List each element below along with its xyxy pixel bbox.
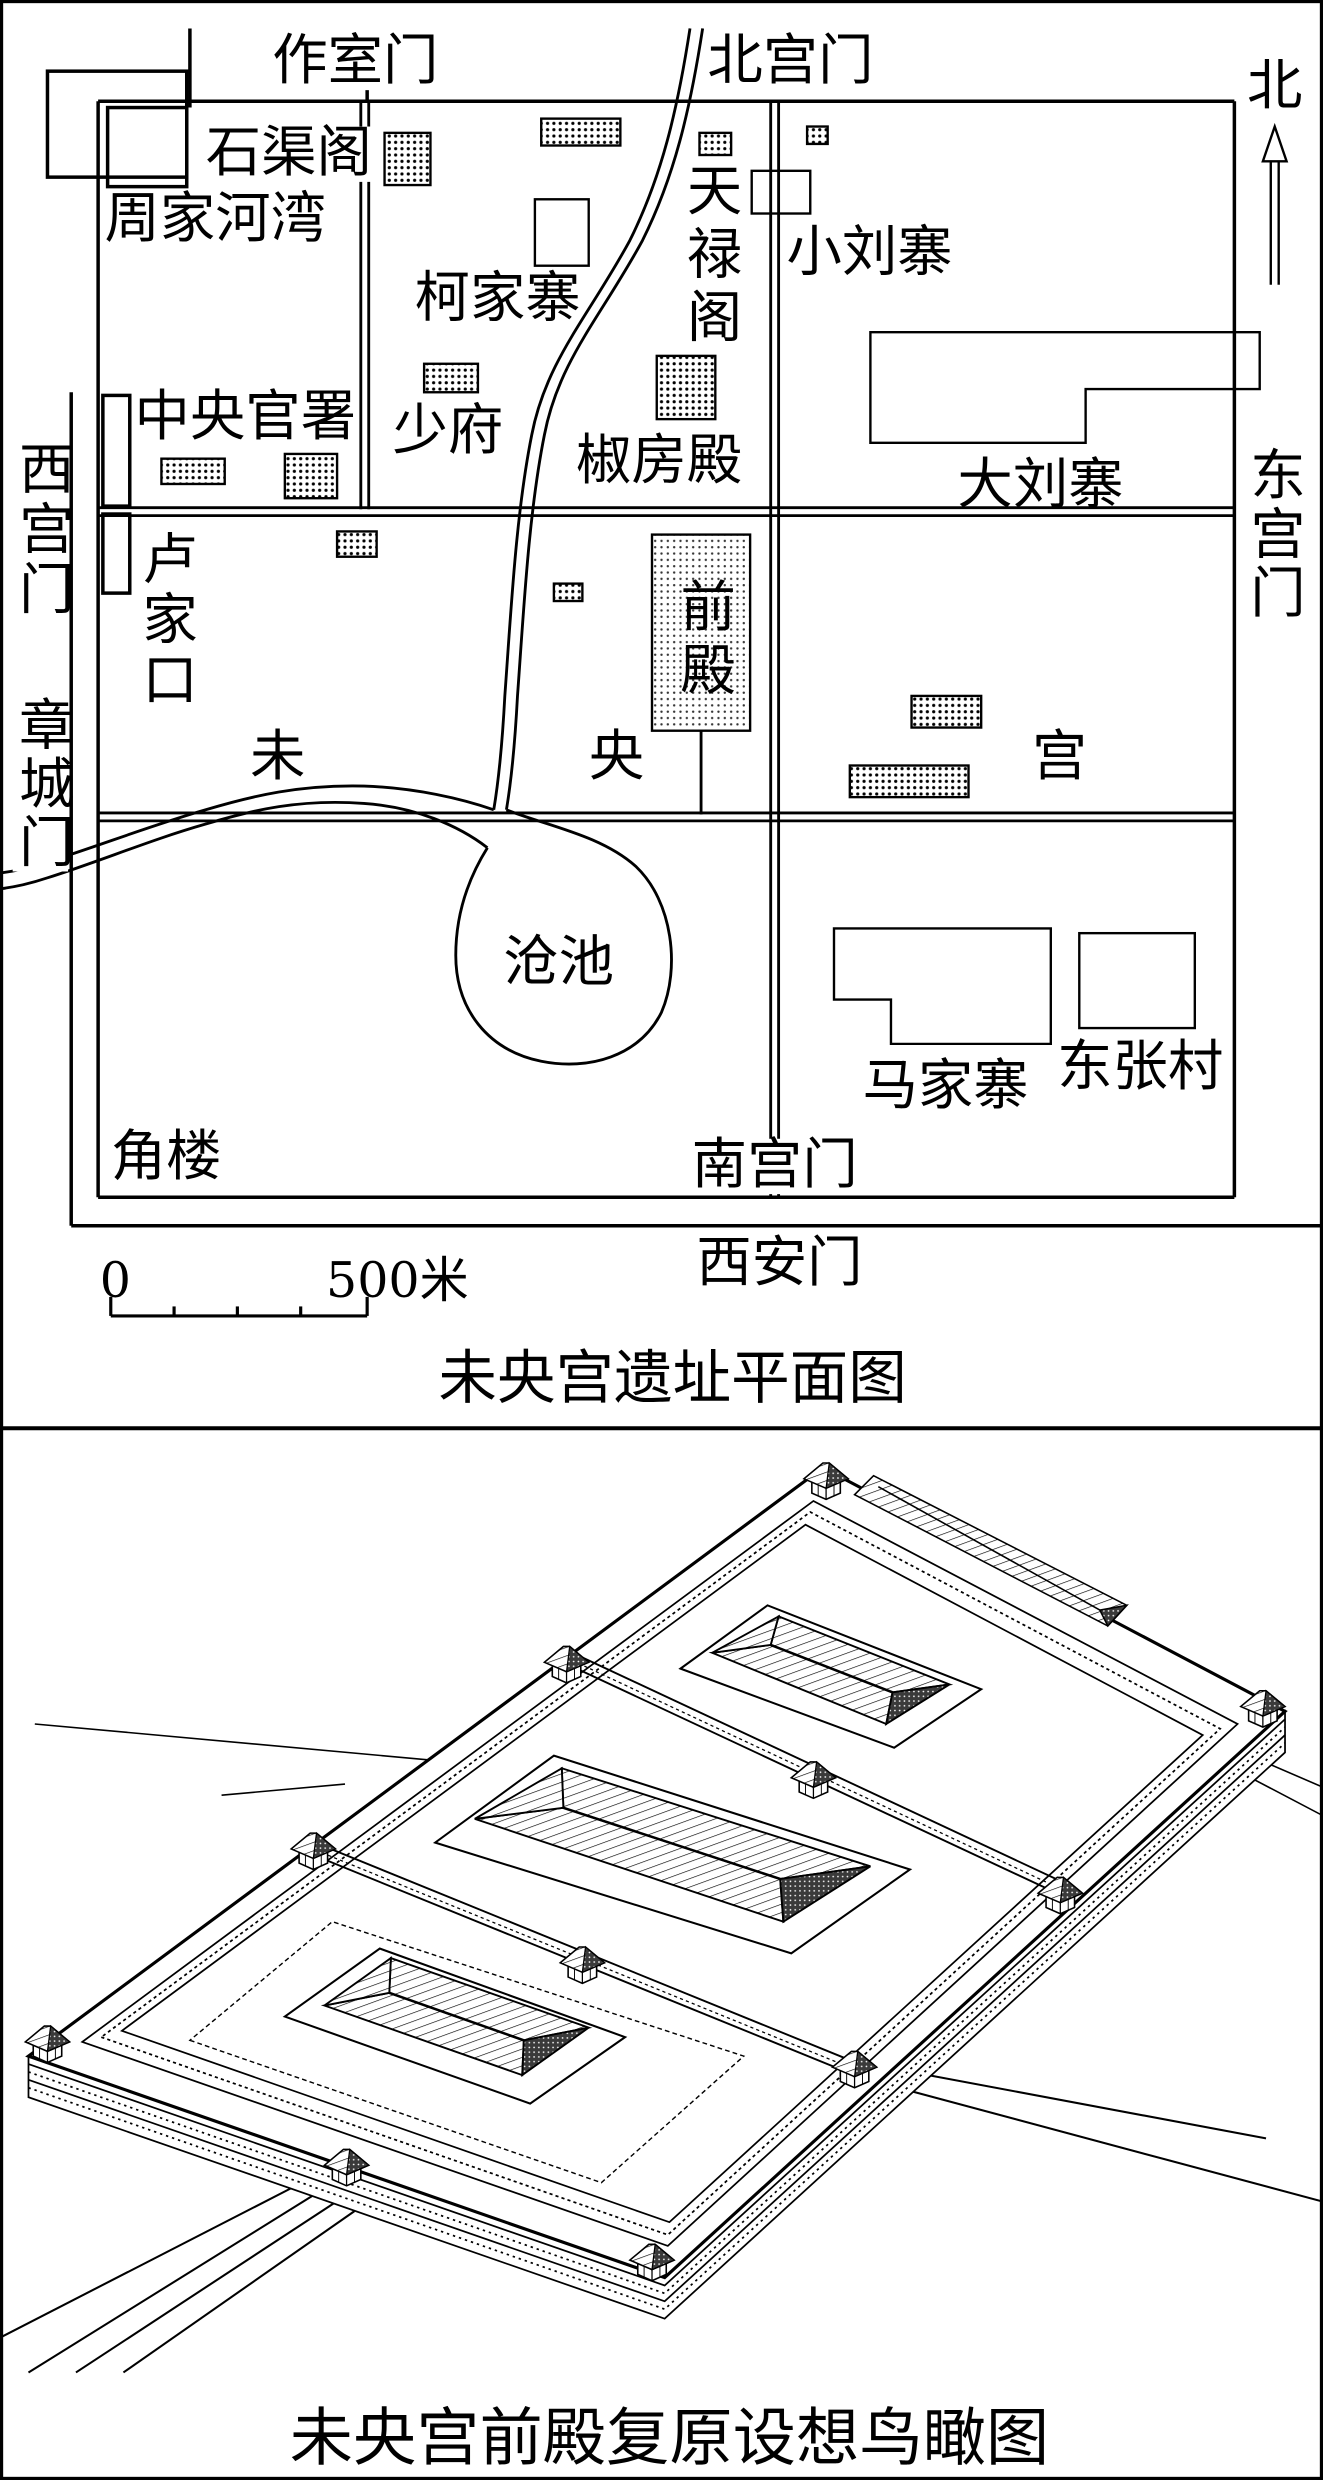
building-site: [805, 125, 829, 146]
building-site: [540, 117, 622, 147]
scale-label-end: 500米: [326, 1252, 469, 1310]
rear-gate-building: [853, 1474, 1129, 1628]
building-sites: [160, 117, 1261, 1046]
roads: [98, 101, 1235, 1198]
building-site: [848, 764, 970, 799]
north-arrow: [1261, 122, 1289, 285]
label-zuoshi-gate: 作室门: [272, 30, 439, 94]
label-lujiakou: 卢家口: [132, 529, 197, 711]
label-south-gate: 南宫门: [691, 1134, 858, 1198]
kejia-village-outline: [533, 198, 590, 267]
building-site: [283, 452, 339, 500]
scale-label-zero: 0: [99, 1252, 131, 1310]
tianlu-pavilion-site: [698, 131, 733, 157]
label-daliu-village: 大刘寨: [957, 453, 1124, 518]
aerial-view: [0, 1462, 1323, 2374]
cang-pond-outline: [454, 808, 673, 1066]
front-ramp: [0, 2186, 356, 2374]
west-gate-structure: [101, 393, 132, 595]
label-cang-pond: 沧池: [503, 931, 615, 995]
palace-wall: [69, 85, 1323, 1228]
label-dongzhang-village: 东张村: [1057, 1035, 1224, 1100]
scale-bar: [109, 1296, 369, 1318]
aerial-view-caption: 未央宫前殿复原设想鸟瞰图: [289, 2402, 1050, 2476]
label-north-gate: 北宫门: [707, 30, 874, 94]
side-ramp: [893, 2067, 1323, 2203]
building-site: [910, 694, 983, 729]
label-shaofu: 少府: [392, 400, 504, 464]
label-majia-village: 马家寨: [862, 1054, 1029, 1119]
label-front-hall: 前殿: [670, 577, 735, 704]
label-shiqu-pavilion: 石渠阁: [205, 121, 372, 186]
zhoujia-hewan-outline: [45, 28, 192, 189]
north-arrow-label: 北: [1247, 55, 1303, 119]
plan-map-title: 未央宫遗址平面图: [438, 1344, 907, 1413]
building-site: [335, 530, 378, 558]
rear-hall-roof: [708, 1614, 954, 1726]
shaofu-site: [422, 362, 480, 394]
majia-village-outline: [832, 927, 1052, 1046]
daliu-village-outline: [869, 330, 1261, 445]
label-east-gate: 东宫门: [1240, 446, 1305, 622]
front-hall-roof: [320, 1956, 593, 2078]
shiqu-pavilion-site: [383, 131, 432, 187]
label-jiaofang-hall: 椒房殿: [576, 430, 743, 494]
dongzhang-village-outline: [1078, 931, 1197, 1030]
palace-name-char: 央: [588, 725, 645, 790]
front-hall-site: [650, 533, 752, 732]
jiaofang-hall-site: [655, 354, 717, 421]
label-xiaoliu-village: 小刘寨: [786, 221, 953, 285]
plan-map: [0, 28, 1323, 1318]
central-offices-site: [160, 457, 226, 486]
inner-courtyard-wall: [188, 1920, 746, 2184]
label-kejia-village: 柯家寨: [414, 267, 581, 331]
label-xian-gate: 西安门: [696, 1232, 863, 1296]
label-west-gate: 西宫门: [9, 439, 73, 620]
building-site: [552, 582, 584, 603]
label-zhoujia-hewan: 周家河湾: [104, 188, 327, 252]
label-zhangcheng-gate: 章城门: [9, 695, 73, 872]
xiaoliu-village-outline: [750, 169, 812, 215]
palace-name-char: 宫: [1031, 725, 1088, 790]
palace-name-char: 未: [250, 725, 306, 790]
middle-hall-roof: [474, 1766, 871, 1924]
label-corner-tower: 角楼: [110, 1126, 222, 1190]
label-tianlu-pavilion: 天禄阁: [677, 161, 741, 352]
label-central-offices: 中央官署: [134, 385, 357, 450]
